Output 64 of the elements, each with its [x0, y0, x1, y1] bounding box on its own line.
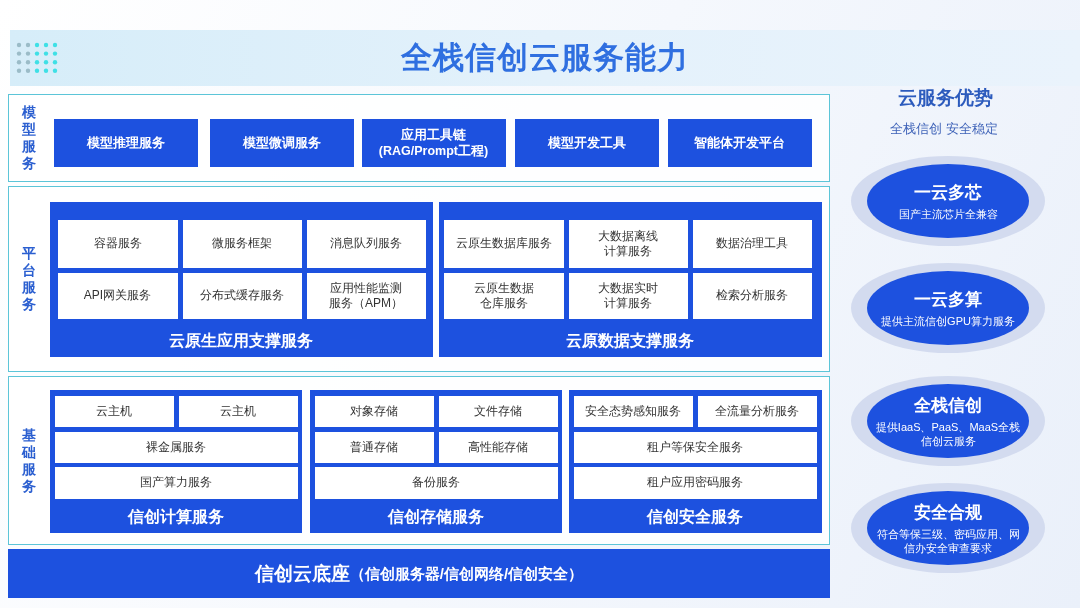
service-tile: 消息队列服务	[306, 219, 426, 268]
service-tile: 模型微调服务	[209, 118, 354, 167]
layer-band	[8, 376, 830, 545]
service-tile: 裸金属服务	[54, 431, 298, 463]
advantage-ellipse	[850, 155, 1046, 247]
layer-band	[8, 94, 830, 182]
column-subheading: 全栈信创 安全稳定	[890, 120, 998, 137]
band-label: 平台服务	[21, 245, 37, 313]
service-tile: 容器服务	[57, 219, 178, 268]
band-label: 模型服务	[21, 104, 37, 172]
service-tile: 模型开发工具	[514, 118, 659, 167]
service-tile: 微服务框架	[182, 219, 302, 268]
service-tile: 全流量分析服务	[697, 395, 817, 427]
service-panel	[49, 389, 302, 533]
service-tile: 安全态势感知服务	[573, 395, 693, 427]
layer-band	[8, 186, 830, 372]
panel-title: 云原数据支撑服务	[566, 330, 694, 351]
panel-title: 信创计算服务	[127, 506, 224, 527]
advantage-ellipse	[850, 375, 1046, 467]
panel-title: 云原生应用支撑服务	[169, 330, 313, 351]
page-title: 全栈信创云服务能力	[401, 40, 689, 76]
foundation-bar	[8, 549, 830, 598]
service-tile: 云主机	[178, 395, 298, 427]
service-tile: 云主机	[54, 395, 174, 427]
panel-title: 信创安全服务	[647, 506, 743, 527]
ellipse-text: 提供主流信创GPU算力服务	[881, 313, 1015, 328]
ellipse-text: 符合等保三级、密码应用、网信办安全审查要求	[875, 526, 1021, 555]
service-tile: 高性能存储	[438, 431, 558, 463]
service-panel	[568, 389, 822, 533]
service-tile: 数据治理工具	[692, 219, 812, 268]
ellipse-text: 提供IaaS、PaaS、MaaS全栈信创云服务	[874, 419, 1022, 448]
service-tile: 大数据离线计算服务	[568, 219, 688, 268]
service-tile: 国产算力服务	[54, 466, 298, 499]
service-tile: 云原生数据仓库服务	[443, 272, 564, 319]
column-heading: 云服务优势	[897, 86, 993, 109]
ellipse-heading: 全栈信创	[914, 394, 982, 417]
service-tile: 应用工具链(RAG/Prompt工程)	[361, 118, 506, 167]
panel-title: 信创存储服务	[387, 506, 484, 527]
service-tile: 模型推理服务	[53, 118, 198, 167]
service-tile: 检索分析服务	[692, 272, 812, 319]
service-panel	[438, 201, 822, 357]
ellipse-heading: 一云多算	[914, 288, 982, 311]
band-label: 基础服务	[21, 426, 37, 495]
service-tile: 租户应用密码服务	[573, 466, 817, 499]
service-tile: 智能体开发平台	[667, 118, 812, 167]
advantage-ellipse	[850, 262, 1046, 354]
service-tile: 文件存储	[438, 395, 558, 427]
service-panel	[49, 201, 433, 357]
service-tile: 对象存储	[314, 395, 434, 427]
bar-subtitle: （信创服务器/信创网络/信创安全）	[349, 563, 584, 584]
service-tile: 分布式缓存服务	[182, 272, 302, 319]
advantage-ellipse	[850, 482, 1046, 574]
service-tile: 大数据实时计算服务	[568, 272, 688, 319]
service-tile: API网关服务	[57, 272, 178, 319]
service-tile: 普通存储	[314, 431, 434, 463]
ellipse-heading: 安全合规	[914, 501, 982, 524]
ellipse-text: 国产主流芯片全兼容	[898, 206, 998, 221]
service-tile: 应用性能监测服务（APM）	[306, 272, 426, 319]
service-panel	[309, 389, 562, 533]
bar-title: 信创云底座	[254, 561, 350, 586]
service-tile: 备份服务	[314, 466, 558, 499]
ellipse-heading: 一云多芯	[914, 181, 982, 204]
service-tile: 云原生数据库服务	[443, 219, 564, 268]
service-tile: 租户等保安全服务	[573, 431, 817, 463]
